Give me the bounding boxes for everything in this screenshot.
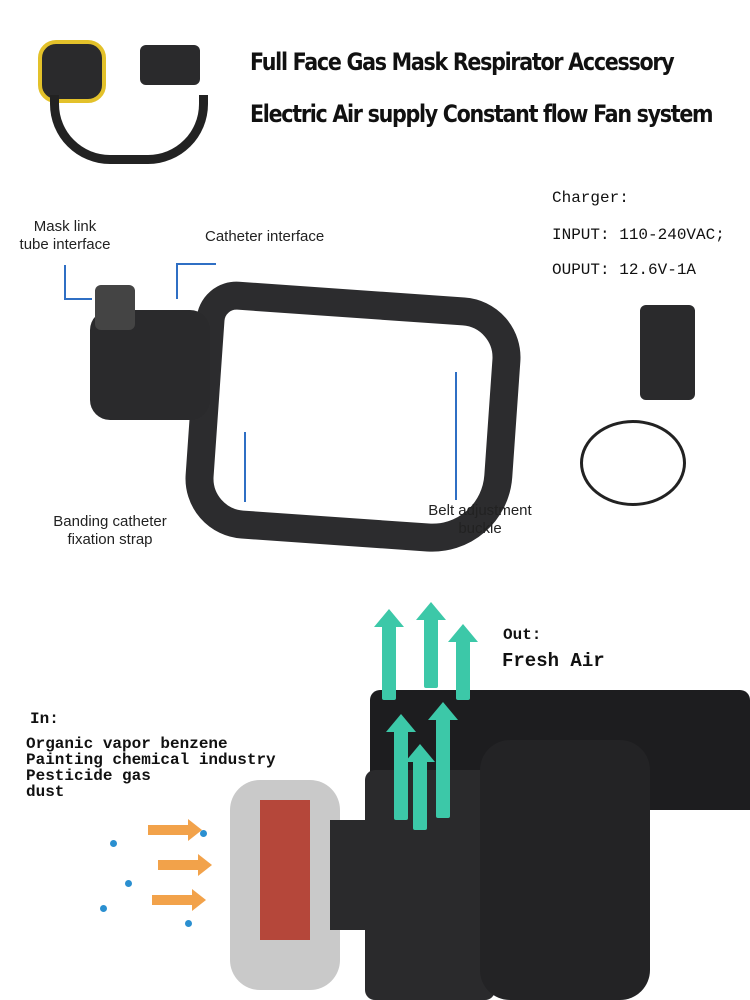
particle-icon [100, 905, 107, 912]
in-label: In: [30, 710, 59, 728]
charger-image [570, 300, 730, 520]
particle-icon [185, 920, 192, 927]
fan-cartridge-image [230, 690, 750, 1000]
in-item: Organic vapor benzene [26, 735, 228, 753]
in-item: Painting chemical industry [26, 751, 276, 769]
fresh-air-arrow-icon [448, 624, 478, 700]
intake-arrow-icon [158, 854, 212, 876]
particle-icon [110, 840, 117, 847]
fan-belt-image [80, 278, 525, 558]
in-item: Pesticide gas [26, 767, 151, 785]
title-line-2: Electric Air supply Constant flow Fan sy… [250, 100, 714, 128]
out-value: Fresh Air [502, 650, 605, 672]
fresh-air-arrow-icon [374, 609, 404, 700]
fresh-air-arrow-icon [405, 744, 435, 830]
title-line-1: Full Face Gas Mask Respirator Accessory [250, 48, 675, 76]
particle-icon [200, 830, 207, 837]
in-items: Organic vapor benzene Painting chemical … [26, 736, 276, 800]
charger-output: OUPUT: 12.6V-1A [552, 261, 697, 279]
charger-input: INPUT: 110-240VAC; [552, 226, 725, 244]
in-item: dust [26, 783, 65, 801]
particle-icon [125, 880, 132, 887]
callout-belt-buckle: Belt adjustment buckle [428, 502, 532, 537]
callout-catheter: Catheter interface [205, 228, 325, 245]
out-label: Out: [503, 626, 542, 644]
fresh-air-arrow-icon [386, 714, 416, 820]
callout-banding: Banding catheter fixation strap [53, 513, 167, 548]
fresh-air-arrow-icon [428, 702, 458, 818]
callout-mask-link: Mask link tube interface [19, 218, 111, 253]
fresh-air-arrow-icon [416, 602, 446, 688]
mask-thumbnail [10, 35, 240, 165]
charger-title: Charger: [552, 189, 629, 207]
intake-arrow-icon [152, 889, 206, 911]
intake-arrow-icon [148, 819, 202, 841]
